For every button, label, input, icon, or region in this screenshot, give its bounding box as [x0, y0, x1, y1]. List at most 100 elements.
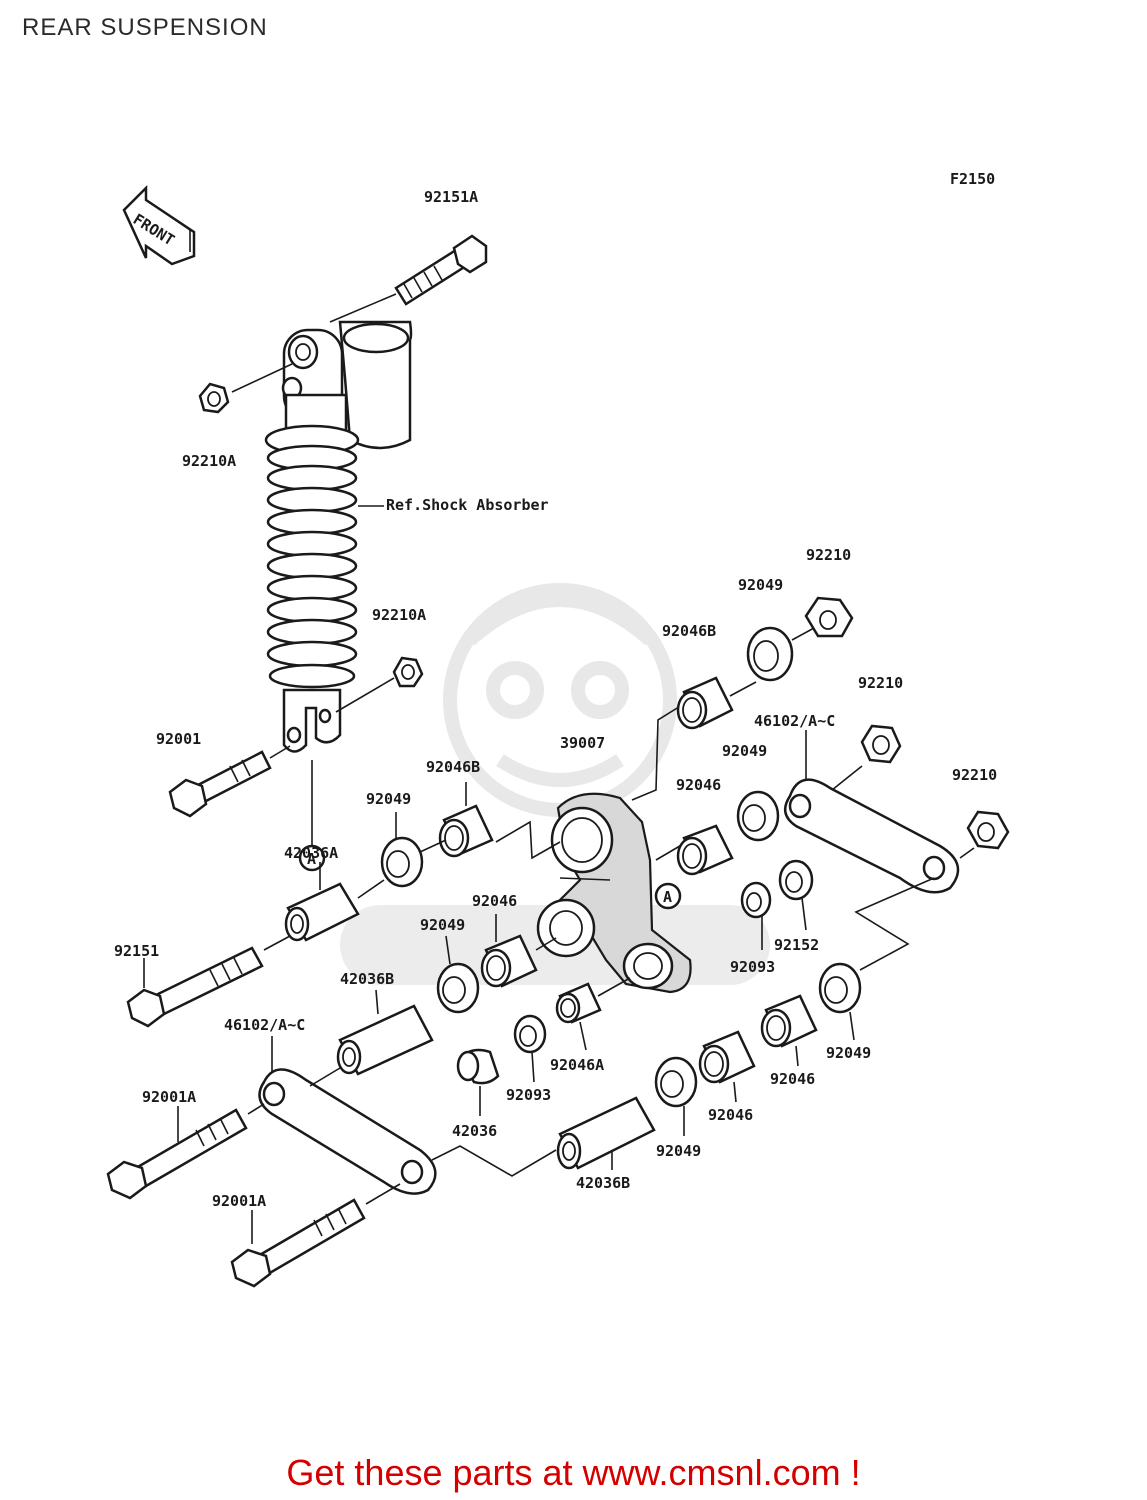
seal-92152 [778, 859, 814, 901]
leader-line [231, 363, 293, 393]
part-label: 92046B [426, 758, 480, 776]
nut-92210-mid-right [860, 724, 902, 764]
front-direction-arrow-icon: FRONT [122, 184, 196, 266]
part-label: 92046 [676, 776, 721, 794]
leader-line [535, 937, 557, 951]
seal-92049-bottom [654, 1056, 698, 1108]
part-number-labels: 92151A 92210A Ref.Shock Absorber 92210A … [114, 188, 997, 1210]
leader-line [733, 1081, 737, 1103]
part-label: 92093 [730, 958, 775, 976]
part-label: 92210A [372, 606, 426, 624]
leader-line [579, 1021, 587, 1051]
seal-92049-mid-right [736, 790, 780, 842]
part-label: 42036B [340, 970, 394, 988]
leader-line [631, 699, 691, 801]
leader-line [801, 897, 807, 931]
leader-line [247, 1103, 265, 1115]
part-label: 92049 [420, 916, 465, 934]
part-label: 46102/A~C [754, 712, 835, 730]
leader-line [795, 1045, 799, 1067]
part-label: 92046 [472, 892, 517, 910]
bolt-92151A [394, 234, 488, 306]
collar-42036A [284, 882, 360, 942]
seal-92049-top-right [746, 626, 794, 682]
leader-line [309, 1067, 341, 1087]
part-label: 92001A [212, 1192, 266, 1210]
part-label: 92210A [182, 452, 236, 470]
part-label: 92210 [858, 674, 903, 692]
svg-text:A: A [663, 888, 672, 906]
part-label: 92049 [656, 1142, 701, 1160]
bearing-92046-left-center [480, 934, 538, 988]
shock-absorber [264, 320, 413, 753]
part-label: 92046B [662, 622, 716, 640]
part-label: 46102/A~C [224, 1016, 305, 1034]
tie-rod-46102-right [783, 778, 960, 894]
rocker-arm-39007 [536, 792, 692, 994]
bearing-92046A [555, 982, 602, 1024]
part-label: 92151 [114, 942, 159, 960]
leader-line [831, 765, 863, 791]
leader-line [729, 681, 757, 697]
nut-92210-top [804, 596, 854, 638]
leader-line [854, 877, 935, 971]
part-label: 92152 [774, 936, 819, 954]
part-label: 92049 [366, 790, 411, 808]
leader-line [365, 1183, 401, 1205]
leader-line [375, 989, 379, 1015]
part-label: 42036B [576, 1174, 630, 1192]
part-label: 92210 [806, 546, 851, 564]
part-label: 39007 [560, 734, 605, 752]
bolt-92001 [168, 750, 272, 818]
seal-92049-lower-right [818, 962, 862, 1014]
bolt-92001A-lower [230, 1198, 366, 1288]
promo-link[interactable]: Get these parts at www.cmsnl.com ! [286, 1452, 861, 1493]
seal-92049-left [380, 836, 424, 888]
washer-92093-right [740, 881, 772, 919]
page-title: REAR SUSPENSION [22, 14, 268, 41]
part-label: 42036A [284, 844, 338, 862]
leader-line [263, 935, 291, 951]
part-label: 92049 [738, 576, 783, 594]
bearing-92046B-right [676, 676, 734, 730]
bolt-92001A-upper [106, 1108, 248, 1200]
callout-a-rocker: A [654, 882, 682, 910]
part-label: 92001 [156, 730, 201, 748]
leader-line [849, 1011, 855, 1041]
leader-line [531, 1051, 535, 1083]
nut-92210-right [966, 810, 1010, 850]
tie-rod-46102-left [258, 1068, 437, 1195]
figure-code: F2150 [950, 170, 995, 188]
part-label: 92046A [550, 1056, 604, 1074]
nut-92210A-mid [392, 656, 424, 688]
leader-line [419, 839, 447, 853]
bearing-92046-bottom [698, 1030, 756, 1084]
part-label: 92049 [722, 742, 767, 760]
sleeve-42036 [456, 1048, 500, 1085]
leader-line [791, 627, 815, 641]
washer-92093-left [513, 1014, 547, 1054]
bolt-92151 [126, 946, 264, 1028]
leader-line [335, 677, 395, 713]
callout-a-shock: A [298, 844, 326, 872]
part-label: 92046 [770, 1070, 815, 1088]
leader-line [431, 1145, 557, 1177]
part-label: 92210 [952, 766, 997, 784]
svg-text:A: A [307, 850, 316, 868]
leader-line [329, 293, 397, 323]
collar-42036B-mid [336, 1004, 434, 1076]
leader-line [269, 745, 291, 759]
bearing-92046B-left [438, 804, 494, 858]
seal-92049-left-center [436, 962, 480, 1014]
reference-label: Ref.Shock Absorber [386, 496, 549, 514]
bearing-92046-mid [676, 824, 734, 876]
part-label: 92046 [708, 1106, 753, 1124]
leader-line [357, 879, 385, 899]
leader-line [959, 847, 975, 859]
coil-spring [266, 464, 358, 689]
part-label: 92093 [506, 1086, 551, 1104]
leader-line [597, 977, 631, 997]
bearing-92046-lower-right [760, 994, 818, 1048]
